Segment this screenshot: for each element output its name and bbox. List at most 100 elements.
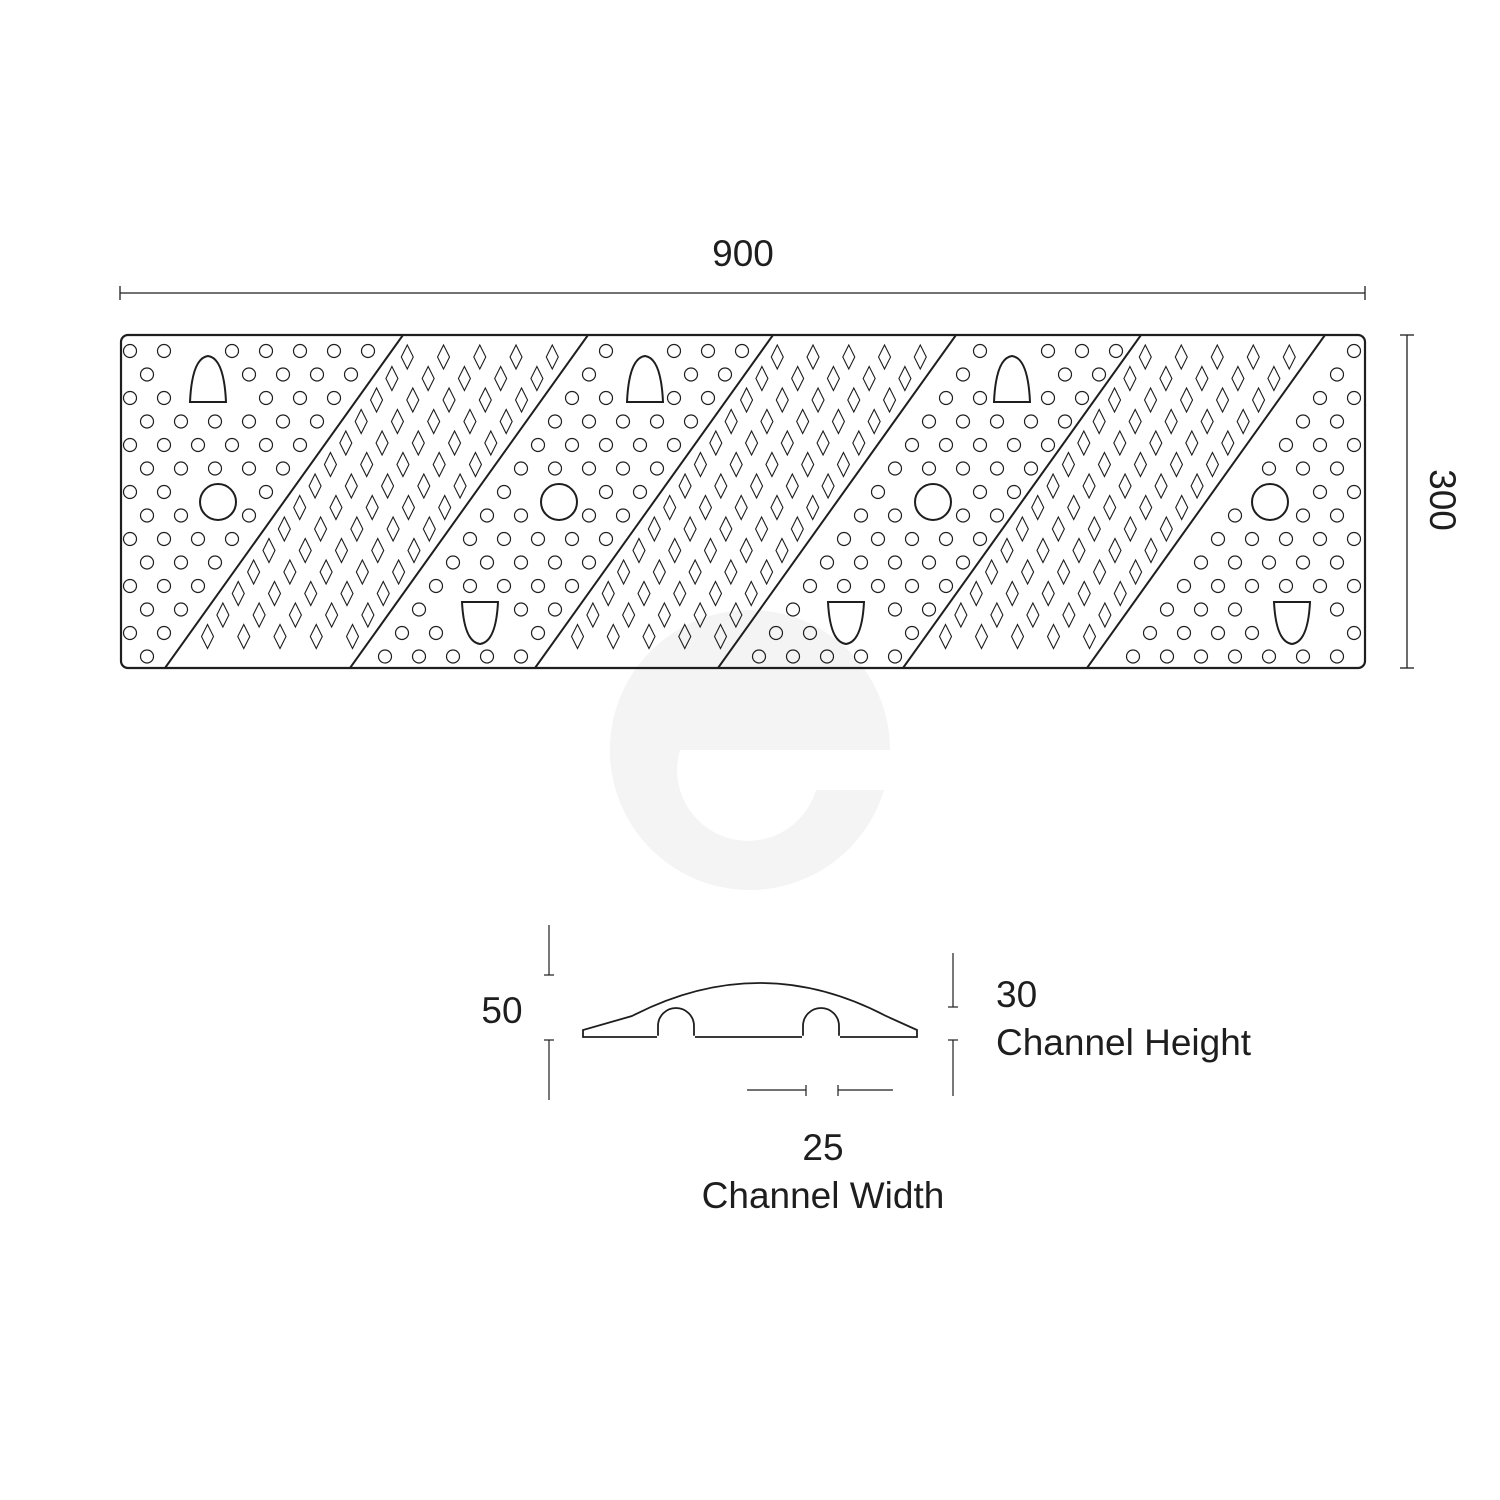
diamond-mark: [1210, 343, 1224, 371]
width-dimension: [1400, 334, 1414, 669]
dot-mark: [1057, 414, 1073, 429]
diamond-mark: [785, 472, 799, 500]
diamond-mark: [877, 343, 892, 371]
dot-mark: [1312, 390, 1328, 406]
diamond-mark: [421, 365, 435, 392]
diamond-mark: [1092, 558, 1107, 586]
diamond-mark: [1062, 601, 1076, 629]
diamond-mark: [1026, 601, 1040, 629]
diamond-mark: [713, 623, 728, 650]
diamond-mark: [1221, 429, 1235, 457]
diamond-mark: [1128, 558, 1143, 586]
diamond-texture: [200, 343, 1296, 650]
dot-mark: [853, 649, 869, 664]
dot-mark: [156, 390, 172, 406]
diamond-mark: [345, 623, 360, 650]
diamond-mark: [714, 472, 728, 500]
dot-mark: [836, 531, 852, 547]
diamond-mark: [1138, 343, 1152, 371]
dot-mark: [1210, 578, 1226, 594]
dot-mark: [1040, 343, 1056, 359]
diamond-mark: [974, 623, 989, 650]
diamond-mark: [1082, 472, 1096, 500]
dot-mark: [173, 414, 189, 429]
diamond-mark: [400, 343, 414, 371]
diamond-mark: [436, 343, 451, 371]
dot-mark: [887, 461, 903, 476]
dot-mark: [156, 437, 172, 453]
diamond-mark: [1010, 623, 1025, 650]
dot-mark: [581, 508, 597, 523]
dot-mark: [156, 625, 172, 641]
diamond-mark: [826, 365, 841, 392]
dot-mark: [190, 578, 206, 594]
diamond-mark: [432, 451, 446, 478]
dot-mark: [173, 602, 189, 617]
dot-mark: [598, 437, 614, 453]
diamond-mark: [1205, 451, 1220, 478]
diamond-mark: [1098, 601, 1112, 629]
diamond-mark: [407, 537, 421, 564]
diamond-mark: [693, 601, 707, 629]
diamond-mark: [770, 343, 784, 371]
dot-mark: [1074, 343, 1090, 359]
diamond-mark: [329, 494, 343, 521]
diamond-mark: [499, 408, 513, 435]
diamond-mark: [447, 429, 462, 457]
diamond-mark: [729, 601, 743, 629]
diamond-mark: [1020, 558, 1035, 586]
diamond-mark: [1123, 365, 1137, 392]
diamond-mark: [1036, 537, 1050, 564]
dot-mark: [1040, 437, 1056, 453]
dot-mark: [207, 414, 223, 429]
dot-mark: [1040, 390, 1056, 406]
dot-mark: [1346, 531, 1362, 547]
diamond-mark: [298, 537, 312, 564]
diamond-mark: [1185, 429, 1199, 457]
dot-mark: [479, 555, 495, 570]
dot-mark: [785, 649, 801, 664]
diamond-mark: [790, 515, 804, 543]
dot-mark: [1142, 625, 1158, 641]
dot-mark: [428, 578, 444, 594]
diamond-mark: [391, 558, 406, 586]
diamond-mark: [1128, 408, 1142, 435]
dot-mark: [564, 531, 580, 547]
diamond-mark: [842, 343, 856, 371]
dot-mark: [139, 508, 155, 523]
diamond-mark: [729, 451, 743, 478]
diamond-mark: [288, 601, 302, 629]
diamond-mark: [969, 580, 983, 607]
diamond-mark: [283, 558, 297, 586]
diamond-mark: [325, 601, 339, 629]
diamond-mark: [984, 558, 999, 586]
dot-mark: [513, 508, 529, 523]
channel-width-dimension: [747, 1085, 893, 1096]
dot-mark: [802, 625, 818, 641]
diamond-mark: [1051, 515, 1065, 543]
dot-mark: [666, 437, 682, 453]
diamond-mark: [754, 515, 769, 543]
channel-width-caption: Channel Width: [702, 1175, 945, 1216]
diamond-mark: [354, 408, 368, 435]
stripe-border-line: [717, 335, 957, 668]
dot-mark: [1329, 555, 1345, 570]
diamond-mark: [231, 580, 245, 607]
dot-mark: [1329, 461, 1345, 476]
diamond-mark: [309, 623, 323, 650]
dot-mark: [1329, 508, 1345, 523]
diamond-mark: [1087, 515, 1101, 543]
dot-mark: [275, 414, 291, 429]
dot-mark: [241, 508, 257, 523]
dot-mark: [173, 461, 189, 476]
diamond-mark: [1113, 429, 1127, 457]
stripe-border-line: [902, 335, 1142, 668]
diamond-mark: [438, 494, 452, 521]
dot-mark: [938, 437, 954, 453]
diamond-mark: [719, 515, 733, 543]
dot-mark: [955, 461, 971, 476]
diamond-mark: [862, 365, 876, 392]
dot-mark: [1261, 555, 1277, 570]
diamond-mark: [313, 515, 328, 543]
